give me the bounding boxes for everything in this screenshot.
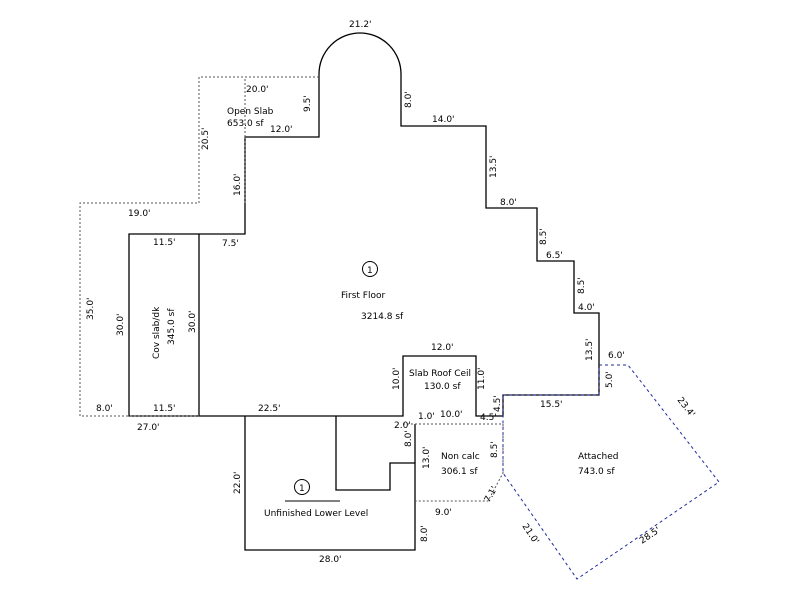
dim-attached-step-v: 5.0'	[605, 371, 615, 388]
dim-attached-bottom-left: 21.0'	[520, 522, 541, 546]
dim-slab-roof-bottom: 10.0'	[440, 410, 463, 420]
dim-step-2-run: 8.0'	[500, 198, 517, 208]
open-slab-lower	[79, 77, 200, 417]
dim-cov-top: 11.5'	[153, 238, 176, 248]
slab-roof-name: Slab Roof Ceil	[409, 369, 471, 379]
dim-non-calc-diag: 7.1'	[483, 485, 500, 505]
dim-step-1-drop: 13.5'	[489, 155, 499, 178]
dim-step-1-run: 14.0'	[432, 115, 455, 125]
dim-attached-right: 23.4'	[675, 396, 697, 420]
dim-open-slab-bottom: 12.0'	[270, 125, 293, 135]
dim-dotted-top: 19.0'	[128, 209, 151, 219]
dim-open-slab-left: 20.5'	[201, 127, 211, 150]
attached-name: Attached	[578, 452, 618, 462]
dim-dotted-left: 35.0'	[86, 297, 96, 320]
first-floor-marker-circle	[362, 261, 378, 277]
open-slab-sf: 653.0 sf	[227, 119, 264, 129]
dim-arc-width: 21.2'	[349, 20, 372, 30]
dim-cov-left: 30.0'	[116, 313, 126, 336]
dim-attached-top: 15.5'	[540, 400, 563, 410]
first-floor-sf: 3214.8 sf	[361, 312, 404, 322]
cov-slab-sf: 345.0 sf	[167, 308, 177, 345]
dim-first-floor-left-step: 7.5'	[222, 239, 239, 249]
dim-step-4-run: 4.0'	[578, 303, 595, 313]
dim-attached-left: 8.5'	[490, 441, 500, 458]
dim-first-floor-left-upper: 16.0'	[233, 173, 243, 196]
area-labels: Open Slab 653.0 sf 1 First Floor 3214.8 …	[152, 107, 618, 519]
dim-slab-roof-right: 11.0'	[477, 367, 487, 390]
lower-level-marker: 1	[299, 484, 305, 494]
dim-attached-step-h: 6.0'	[608, 351, 625, 361]
open-slab-name: Open Slab	[227, 107, 274, 117]
dim-slab-roof-step-v: 4.5'	[493, 395, 503, 412]
cov-slab-name: Cov slab/dk	[152, 306, 162, 359]
first-floor-outline	[198, 32, 600, 417]
dimension-labels: 21.2' 20.0' 9.5' 20.5' 12.0' 8.0' 14.0' …	[86, 20, 696, 565]
dim-slab-roof-small: 1.0'	[418, 412, 435, 422]
dim-step-4-drop: 13.5'	[585, 338, 595, 361]
non-calc-outline	[403, 423, 504, 502]
dim-slab-roof-top: 12.0'	[431, 343, 454, 353]
dim-slab-roof-left: 10.0'	[392, 367, 402, 390]
dim-step-3-drop: 8.5'	[577, 277, 587, 294]
non-calc-name: Non calc	[441, 452, 480, 462]
dim-step-3-run: 6.5'	[546, 251, 563, 261]
dim-notch-b: 8.0'	[404, 430, 414, 447]
dim-notch-a: 2.0'	[394, 421, 411, 431]
first-floor-marker: 1	[367, 266, 373, 276]
dim-slab-roof-step-h: 4.5'	[480, 413, 497, 423]
dim-non-calc-left: 13.0'	[422, 446, 432, 469]
lower-level-outline	[244, 416, 416, 551]
dim-dotted-bottom: 27.0'	[137, 423, 160, 433]
dim-lower-right-low: 8.0'	[420, 525, 430, 542]
lower-level-marker-circle	[294, 479, 310, 495]
dim-open-slab-top: 20.0'	[246, 85, 269, 95]
outlines	[79, 32, 720, 580]
lower-level-name: Unfinished Lower Level	[264, 509, 368, 519]
dim-lower-top: 22.5'	[258, 404, 281, 414]
attached-garage-outline	[502, 364, 720, 580]
dim-lower-left: 22.0'	[233, 471, 243, 494]
open-slab-outline	[198, 76, 319, 203]
non-calc-sf: 306.1 sf	[441, 467, 478, 477]
dim-cov-bottom: 11.5'	[153, 404, 176, 414]
dim-arc-right-drop: 8.0'	[404, 91, 414, 108]
dim-lower-bottom: 28.0'	[319, 555, 342, 565]
dim-non-calc-bottom: 9.0'	[435, 508, 452, 518]
slab-roof-sf: 130.0 sf	[424, 382, 461, 392]
attached-sf: 743.0 sf	[578, 467, 615, 477]
dim-cov-right: 30.0'	[188, 310, 198, 333]
dim-open-slab-right: 9.5'	[303, 95, 313, 112]
first-floor-name: First Floor	[341, 291, 385, 301]
dim-step-2-drop: 8.5'	[539, 228, 549, 245]
dim-dotted-bottom-left: 8.0'	[96, 404, 113, 414]
